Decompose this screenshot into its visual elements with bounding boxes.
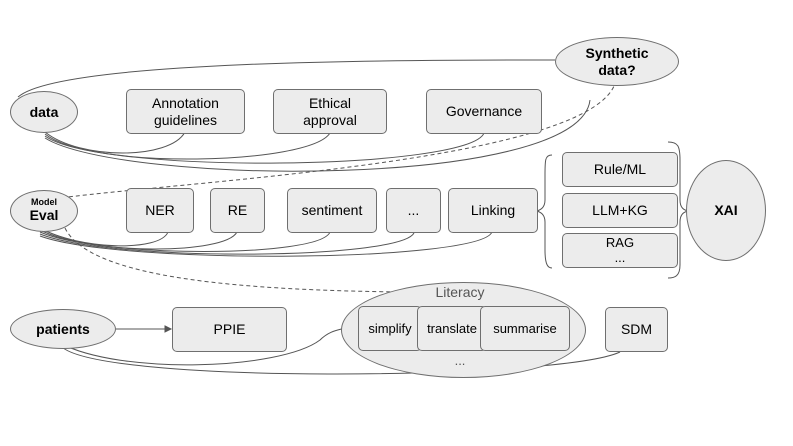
governance-node[interactable]: Governance xyxy=(426,89,542,134)
sentiment-node[interactable]: sentiment xyxy=(287,188,377,233)
link-eval-ner xyxy=(39,227,169,247)
ner-node[interactable]: NER xyxy=(126,188,194,233)
ellipsis-node[interactable]: ... xyxy=(386,188,441,233)
link-eval-literacy-dashed xyxy=(64,227,401,293)
patients-node[interactable]: patients xyxy=(10,309,116,349)
rag-node[interactable]: RAG ... xyxy=(562,233,678,268)
link-patients-literacy xyxy=(59,327,346,366)
simplify-node[interactable]: simplify xyxy=(358,306,422,351)
ppie-node[interactable]: PPIE xyxy=(172,307,287,352)
arrow-head xyxy=(164,325,173,333)
link-patients-sdm xyxy=(59,344,621,375)
data-node[interactable]: data xyxy=(10,91,78,133)
model-eval-label: Eval xyxy=(29,207,59,224)
link-data-ethical xyxy=(44,132,331,160)
bracket-left xyxy=(535,154,553,269)
ethical-approval-node[interactable]: Ethical approval xyxy=(273,89,387,134)
translate-node[interactable]: translate xyxy=(417,306,487,351)
literacy-label: Literacy xyxy=(435,284,485,300)
synthetic-data-node[interactable]: Synthetic data? xyxy=(555,37,679,86)
model-eval-small-label: Model xyxy=(31,197,57,208)
linking-node[interactable]: Linking xyxy=(448,188,538,233)
rule-ml-node[interactable]: Rule/ML xyxy=(562,152,678,187)
annotation-guidelines-node[interactable]: Annotation guidelines xyxy=(126,89,245,134)
re-node[interactable]: RE xyxy=(210,188,265,233)
link-data-synthetic xyxy=(17,59,556,98)
model-eval-node[interactable]: Model Eval xyxy=(10,190,78,232)
literacy-more-label: ... xyxy=(454,353,466,368)
link-eval-ellipsis xyxy=(39,232,415,255)
llm-kg-node[interactable]: LLM+KG xyxy=(562,193,678,228)
link-eval-sentiment xyxy=(39,231,331,252)
link-data-synthetic-bottom xyxy=(44,99,591,172)
link-eval-re xyxy=(39,229,238,250)
link-data-annotation xyxy=(44,131,186,154)
link-eval-linking xyxy=(39,231,493,257)
sdm-node[interactable]: SDM xyxy=(605,307,668,352)
link-data-governance xyxy=(44,132,485,164)
summarise-node[interactable]: summarise xyxy=(480,306,570,351)
xai-node[interactable]: XAI xyxy=(686,160,766,261)
